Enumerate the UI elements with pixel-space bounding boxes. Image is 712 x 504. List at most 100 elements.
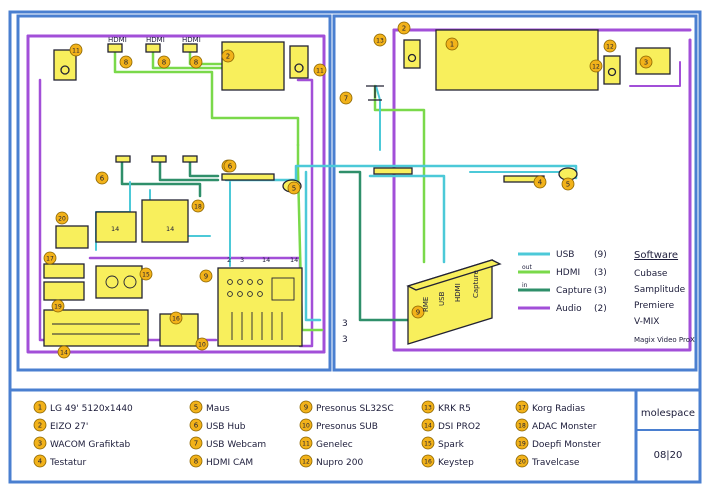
marker-number-6-dup5: 6 xyxy=(228,163,233,171)
marker-number-legend-20: 20 xyxy=(518,459,526,466)
marker-badge-legend-2 xyxy=(33,418,47,432)
marker-number-2: 2 xyxy=(226,53,230,61)
marker-badge-15 xyxy=(139,267,153,281)
marker-number-11: 11 xyxy=(316,68,324,75)
marker-number-17: 17 xyxy=(46,256,54,263)
marker-badge-legend-11 xyxy=(299,436,313,450)
marker-number-legend-4: 4 xyxy=(38,458,43,466)
marker-badge-2-dup0 xyxy=(397,21,411,35)
device-name-4: Testatur xyxy=(49,458,86,468)
device-name-10: Presonus SUB xyxy=(316,422,378,432)
out-label-1: 3 xyxy=(342,319,348,329)
marker-number-15: 15 xyxy=(142,272,150,279)
legend-count-usb: (9) xyxy=(594,250,607,260)
audio-cable-right xyxy=(392,28,692,352)
hdmi-cam-1 xyxy=(107,43,123,53)
marker-badge-10 xyxy=(195,337,209,351)
marker-number-4-dup6: 4 xyxy=(538,179,543,187)
marker-badge-legend-18 xyxy=(515,418,529,432)
legend-count-audio: (2) xyxy=(594,304,607,314)
marker-number-legend-17: 17 xyxy=(518,405,526,412)
marker-badge-legend-4 xyxy=(33,454,47,468)
port-label-synth-2: 14 xyxy=(166,225,174,233)
interface-port-labels: RME USB HDMI Capture xyxy=(422,270,480,312)
hdmi-cam-2 xyxy=(145,43,161,53)
software-item-cubase: Cubase xyxy=(634,269,668,279)
marker-number-6: 6 xyxy=(100,175,105,183)
usb-cable-webcam xyxy=(375,85,381,151)
marker-badge-8-dup1 xyxy=(157,55,171,69)
port-label-mixer-14a: 14 xyxy=(262,256,270,264)
marker-number-legend-7: 7 xyxy=(194,440,198,448)
dsi-pro2-small xyxy=(43,281,85,301)
audio-cable-sub-right xyxy=(629,61,681,87)
legend-prefix-capture: in xyxy=(522,282,528,289)
device-markers: 1234567891011121314151617181920288121164… xyxy=(43,21,653,359)
marker-number-5-dup7: 5 xyxy=(566,181,570,189)
adac-monster xyxy=(95,211,137,243)
mixer-knobs xyxy=(52,275,295,340)
marker-number-3: 3 xyxy=(644,59,648,67)
marker-badge-legend-1 xyxy=(33,400,47,414)
marker-badge-4-dup6 xyxy=(533,175,547,189)
marker-badge-5-dup7 xyxy=(561,177,575,191)
marker-badge-legend-19 xyxy=(515,436,529,450)
outer-border xyxy=(8,10,702,484)
hdmi-labels: HDMI HDMI HDMI xyxy=(108,36,201,44)
marker-number-1: 1 xyxy=(450,41,454,49)
korg-radias xyxy=(43,263,85,279)
software-item-vmix: V-MIX xyxy=(634,317,659,327)
marker-badge-legend-7 xyxy=(189,436,203,450)
marker-number-18: 18 xyxy=(194,204,202,211)
device-name-1: LG 49' 5120x1440 xyxy=(50,404,133,414)
speaker-cone-icon xyxy=(407,53,417,63)
device-name-14: DSI PRO2 xyxy=(438,422,481,432)
marker-badge-legend-12 xyxy=(299,454,313,468)
marker-badge-legend-16 xyxy=(421,454,435,468)
marker-badge-17 xyxy=(43,251,57,265)
device-name-11: Genelec xyxy=(316,440,353,450)
software-list: Software Cubase Samplitude Premiere V-MI… xyxy=(634,250,695,344)
usb-cable-interface xyxy=(368,174,446,264)
right-desk-devices xyxy=(373,29,671,345)
marker-number-legend-6: 6 xyxy=(194,422,199,430)
legend-label-usb: USB xyxy=(556,250,574,260)
marker-badge-13 xyxy=(373,33,387,47)
device-name-6: USB Hub xyxy=(206,422,246,432)
device-name-15: Spark xyxy=(438,440,465,450)
marker-badge-11-dup4 xyxy=(69,43,83,57)
port-label-mixer-14b: 14 xyxy=(290,256,298,264)
speaker-cone-icon xyxy=(294,63,304,73)
capture-device-2 xyxy=(151,155,167,163)
marker-badge-legend-13 xyxy=(421,400,435,414)
marker-number-5: 5 xyxy=(292,185,296,193)
keyboard-right xyxy=(373,167,413,175)
marker-badge-18 xyxy=(191,199,205,213)
spark-drum xyxy=(95,265,143,299)
device-name-20: Travelcase xyxy=(531,458,580,468)
marker-badge-12-dup3 xyxy=(603,39,617,53)
drawing-date: 08|20 xyxy=(654,450,683,461)
interface-label-usb: USB xyxy=(438,291,446,306)
left-desk-devices xyxy=(43,41,309,347)
marker-number-8-dup1: 8 xyxy=(162,59,166,67)
interface-label-hdmi: HDMI xyxy=(454,283,462,302)
marker-number-legend-5: 5 xyxy=(194,404,198,412)
usb-cable-down xyxy=(304,170,322,322)
marker-number-13: 13 xyxy=(376,38,384,45)
marker-badge-19 xyxy=(51,299,65,313)
legend-label-audio: Audio xyxy=(556,304,582,314)
port-label-synth-1: 14 xyxy=(111,225,119,233)
marker-number-8-dup2: 8 xyxy=(194,59,198,67)
left-desk-area xyxy=(16,14,332,372)
marker-badge-2 xyxy=(221,49,235,63)
marker-number-12-dup3: 12 xyxy=(606,44,614,51)
marker-number-legend-3: 3 xyxy=(38,440,42,448)
marker-number-7: 7 xyxy=(344,95,348,103)
device-name-9: Presonus SL32SC xyxy=(316,404,394,414)
software-item-premiere: Premiere xyxy=(634,301,675,311)
capture-device-1 xyxy=(115,155,131,163)
marker-number-legend-15: 15 xyxy=(424,441,432,448)
marker-badge-5 xyxy=(287,181,301,195)
